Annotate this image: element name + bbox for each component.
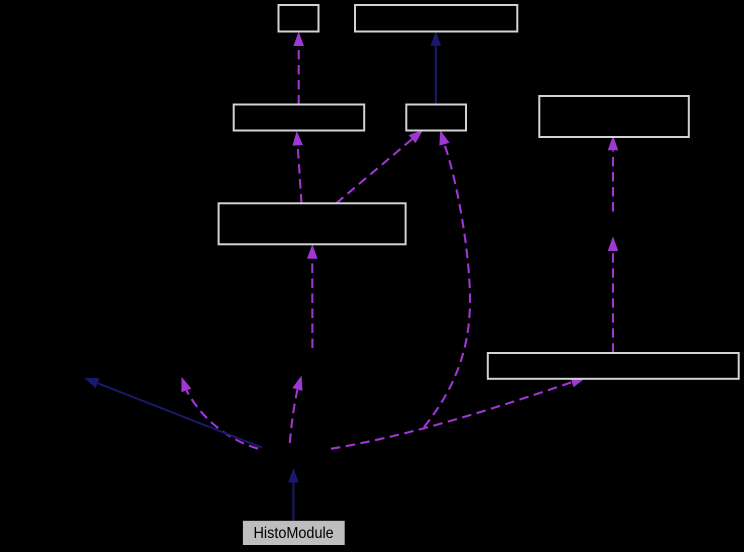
svg-text:HistoModule: HistoModule <box>254 525 334 542</box>
